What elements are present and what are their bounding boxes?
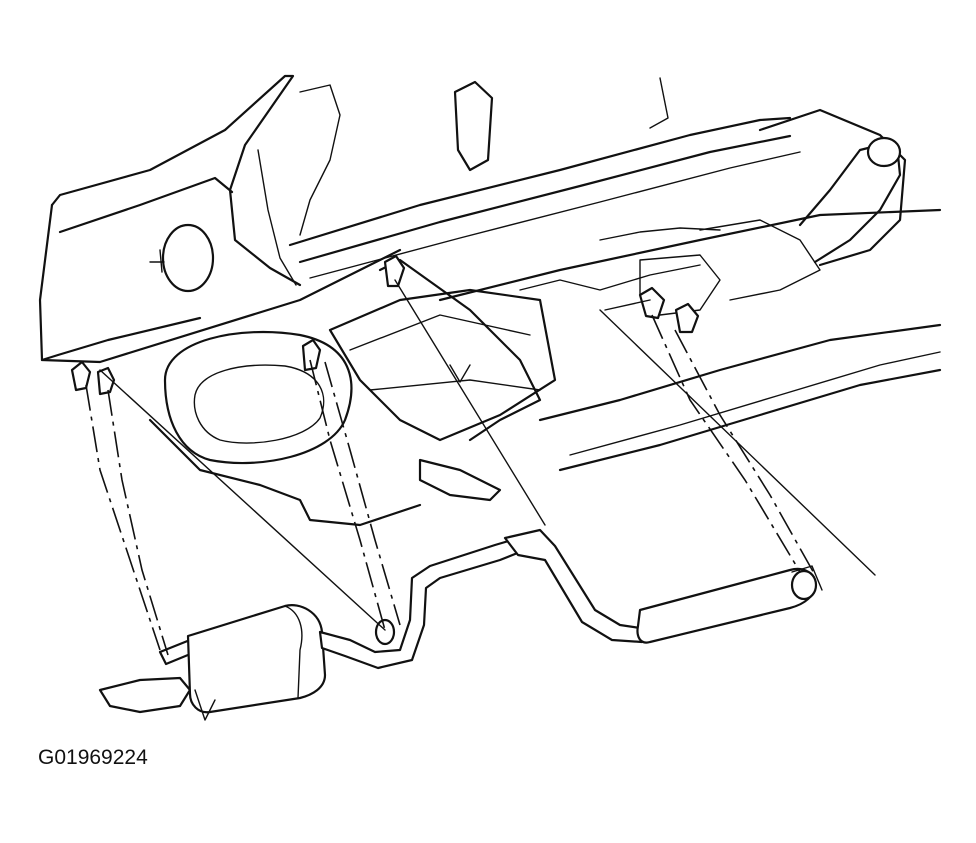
vehicle-underbody — [38, 74, 942, 527]
tailpipe-bracket — [98, 676, 192, 714]
intermediate-pipe — [318, 538, 522, 670]
alignment-lines — [85, 279, 876, 656]
exhaust-assembly — [98, 528, 823, 721]
rear-muffler — [186, 604, 327, 714]
front-muffler — [636, 567, 817, 644]
figure-id-label: G01969224 — [38, 746, 148, 769]
